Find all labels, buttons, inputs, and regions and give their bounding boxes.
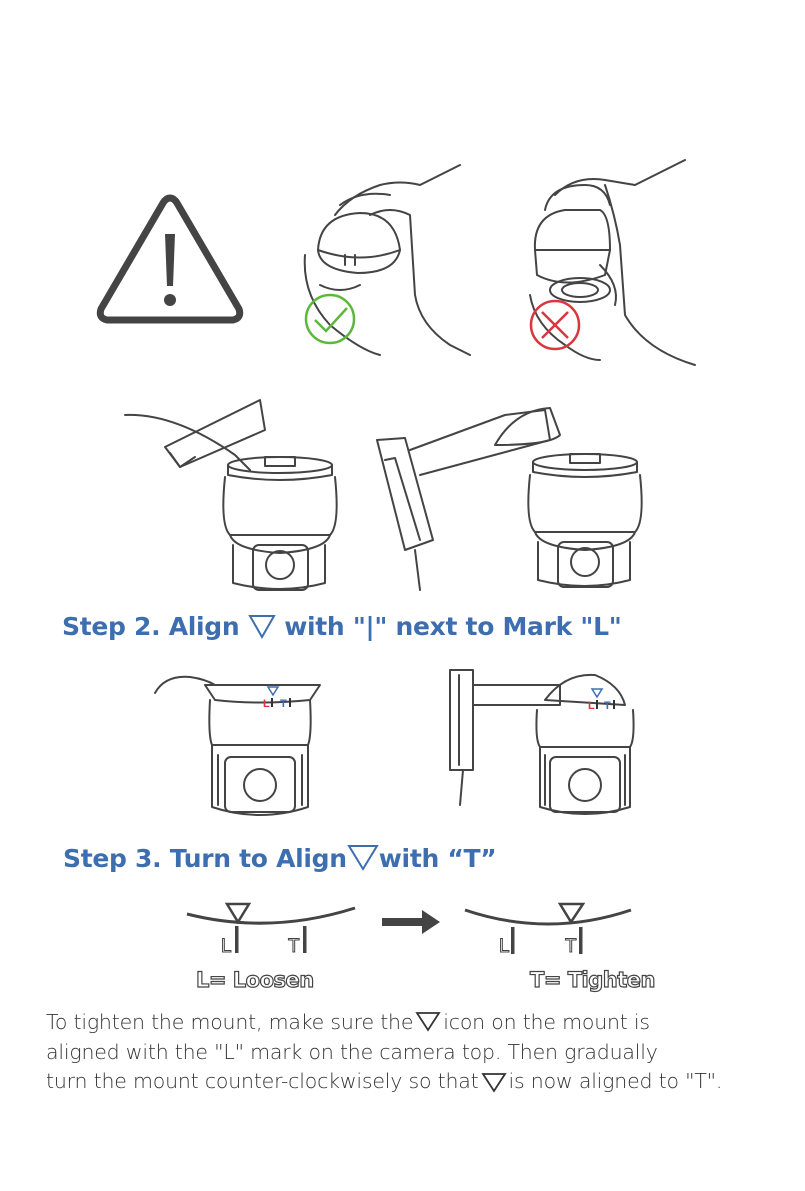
- mark-t: T: [604, 700, 611, 712]
- mark-t: T: [280, 698, 287, 710]
- instructions-line-1a: To tighten the mount, make sure the: [46, 1010, 413, 1034]
- legend-tighten: T= Tighten: [530, 968, 655, 992]
- warning-icon: [95, 192, 245, 327]
- loosen-position-diagram: L T: [185, 900, 360, 960]
- aligned-camera-wall-illustration: L T: [445, 665, 640, 825]
- instructions-paragraph: To tighten the mount, make sure the icon …: [46, 1008, 796, 1097]
- tighten-position-diagram: L T: [463, 900, 638, 960]
- check-icon: [303, 292, 357, 346]
- step-3-prefix: Step 3. Turn to Align: [63, 844, 347, 873]
- mark-l: L: [499, 936, 510, 957]
- instructions-line-1: To tighten the mount, make sure the icon …: [46, 1008, 796, 1038]
- step-2-suffix: with "|" next to Mark "L": [284, 612, 621, 641]
- instructions-line-1b: icon on the mount is: [443, 1010, 650, 1034]
- mark-l: L: [588, 700, 595, 712]
- instructions-line-2: aligned with the "L" mark on the camera …: [46, 1038, 796, 1068]
- cross-icon: [528, 298, 582, 352]
- step-2-prefix: Step 2. Align: [62, 612, 239, 641]
- camera-ceiling-mount-illustration: [125, 395, 345, 595]
- triangle-marker-icon: [481, 1069, 507, 1091]
- triangle-marker-icon: [248, 613, 276, 639]
- step-3-suffix: with “T”: [379, 844, 497, 873]
- mark-t: T: [565, 936, 577, 957]
- mark-l: L: [221, 936, 232, 957]
- legend-loosen: L= Loosen: [196, 968, 314, 992]
- instructions-line-3: turn the mount counter-clockwisely so th…: [46, 1067, 796, 1097]
- camera-wall-mount-illustration: [375, 400, 650, 595]
- instructions-line-3a: turn the mount counter-clockwisely so th…: [46, 1069, 479, 1093]
- instructions-line-3b: is now aligned to "T".: [509, 1069, 723, 1093]
- mark-t: T: [288, 936, 300, 957]
- triangle-marker: [268, 687, 278, 695]
- aligned-camera-ceiling-illustration: L T: [150, 665, 325, 825]
- arrow-right-icon: [382, 910, 442, 934]
- step-3-heading: Step 3. Turn to Align with “T”: [63, 843, 496, 873]
- triangle-marker-icon: [415, 1010, 441, 1032]
- triangle-marker-icon: [347, 843, 379, 871]
- mark-l: L: [263, 698, 270, 710]
- step-2-heading: Step 2. Align with "|" next to Mark "L": [62, 612, 621, 641]
